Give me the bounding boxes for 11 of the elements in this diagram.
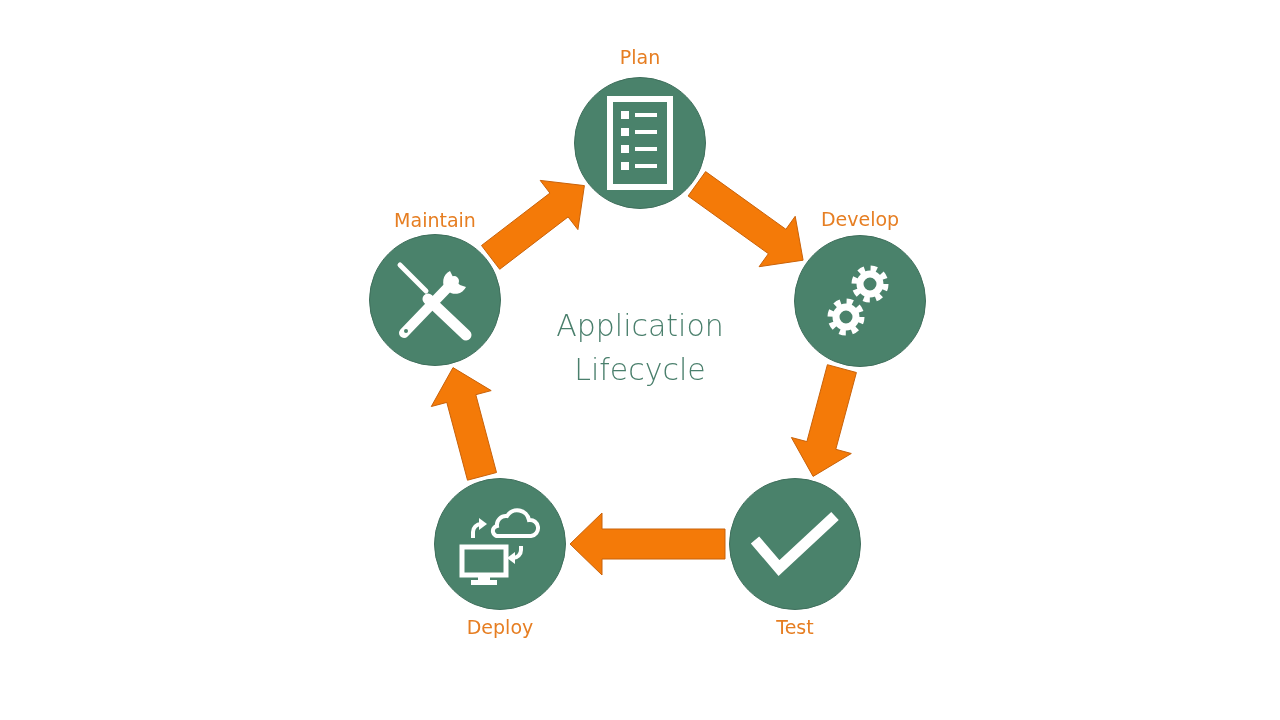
block-arrow bbox=[481, 179, 585, 270]
block-arrow bbox=[790, 364, 857, 477]
stage-label: Deploy bbox=[465, 615, 535, 639]
stage-label: Develop bbox=[819, 207, 901, 231]
block-arrow bbox=[569, 512, 726, 576]
block-arrow bbox=[430, 367, 497, 481]
stage-label: Maintain bbox=[393, 208, 477, 232]
stage-label: Plan bbox=[618, 45, 662, 69]
diagram-title: Application Lifecycle bbox=[555, 307, 725, 389]
block-arrow bbox=[687, 171, 804, 268]
stage-label: Test bbox=[775, 615, 815, 639]
